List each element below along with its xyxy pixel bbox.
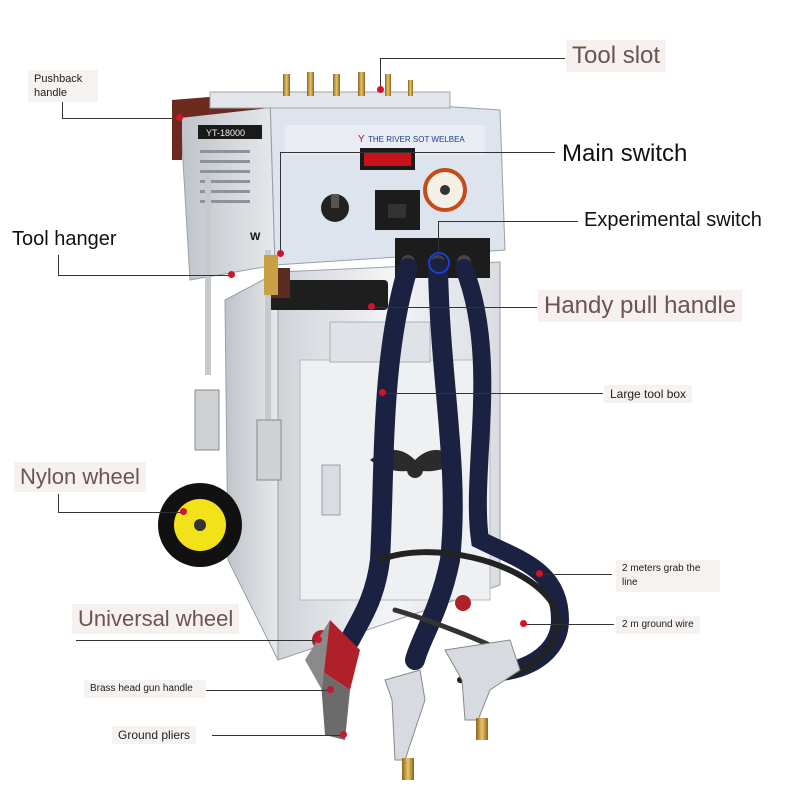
svg-text:YT-18000: YT-18000 bbox=[206, 128, 245, 138]
leader-experimental-switch-v bbox=[438, 221, 439, 259]
label-large-tool-box: Large tool box bbox=[604, 385, 693, 403]
pointer-tool-hanger bbox=[228, 271, 235, 278]
leader-nylon-wheel-v bbox=[58, 494, 59, 513]
leader-brass-head-gun-handle bbox=[150, 690, 330, 691]
leader-experimental-switch bbox=[438, 221, 578, 222]
panel-letter: W bbox=[250, 231, 261, 243]
leader-tool-slot bbox=[380, 58, 565, 59]
pointer-large-tool-box bbox=[379, 389, 386, 396]
pointer-ground-wire bbox=[520, 620, 527, 627]
pointer-experimental-switch bbox=[428, 252, 450, 274]
label-ground-wire: 2 m ground wire bbox=[616, 616, 700, 634]
leader-nylon-wheel bbox=[58, 512, 183, 513]
label-universal-wheel: Universal wheel bbox=[72, 604, 240, 634]
label-experimental-switch: Experimental switch bbox=[578, 207, 768, 234]
leader-pushback-handle-v bbox=[62, 98, 63, 119]
nylon-wheel bbox=[158, 483, 242, 567]
leader-ground-wire bbox=[524, 624, 614, 625]
label-handy-pull-handle: Handy pull handle bbox=[538, 290, 743, 322]
pointer-pushback-handle bbox=[176, 114, 183, 121]
leader-tool-slot-v bbox=[380, 58, 381, 88]
housing-side: YT-18000 bbox=[179, 99, 276, 281]
leader-grab-line bbox=[540, 574, 612, 575]
leader-ground-pliers bbox=[212, 735, 342, 736]
leader-handy-pull-handle bbox=[372, 307, 537, 308]
leader-main-switch bbox=[280, 152, 555, 153]
ground-pliers bbox=[305, 620, 360, 740]
cables bbox=[340, 258, 570, 685]
control-panel: THE RIVER SOT WELBEA Y W bbox=[250, 94, 506, 266]
label-ground-pliers: Ground pliers bbox=[112, 726, 197, 744]
leader-large-tool-box bbox=[383, 393, 603, 394]
leader-tool-hanger-v bbox=[58, 255, 59, 276]
pointer-ground-pliers bbox=[340, 731, 347, 738]
label-nylon-wheel: Nylon wheel bbox=[14, 462, 146, 492]
pointer-universal-wheel bbox=[315, 636, 322, 643]
label-grab-line: 2 meters grab the line bbox=[616, 560, 720, 592]
pointer-main-switch bbox=[277, 250, 284, 257]
leader-pushback-handle bbox=[62, 118, 172, 119]
tool-slot-pins bbox=[209, 72, 451, 109]
svg-text:Y: Y bbox=[358, 134, 365, 145]
leader-universal-wheel bbox=[76, 640, 316, 641]
pointer-brass-head-gun-handle bbox=[327, 686, 334, 693]
svg-text:THE RIVER SOT WELBEA: THE RIVER SOT WELBEA bbox=[368, 135, 465, 144]
pointer-grab-line bbox=[536, 570, 543, 577]
label-tool-hanger: Tool hanger bbox=[6, 226, 123, 253]
gun-handles bbox=[384, 639, 521, 780]
label-pushback-handle: Pushback handle bbox=[28, 70, 98, 102]
pointer-nylon-wheel bbox=[180, 508, 187, 515]
leader-tool-hanger bbox=[58, 275, 230, 276]
label-brass-head-gun-handle: Brass head gun handle bbox=[84, 680, 206, 698]
label-tool-slot: Tool slot bbox=[566, 40, 667, 72]
leader-main-switch-v bbox=[280, 152, 281, 252]
pointer-tool-slot bbox=[377, 86, 384, 93]
label-main-switch: Main switch bbox=[556, 138, 694, 170]
pointer-handy-pull-handle bbox=[368, 303, 375, 310]
